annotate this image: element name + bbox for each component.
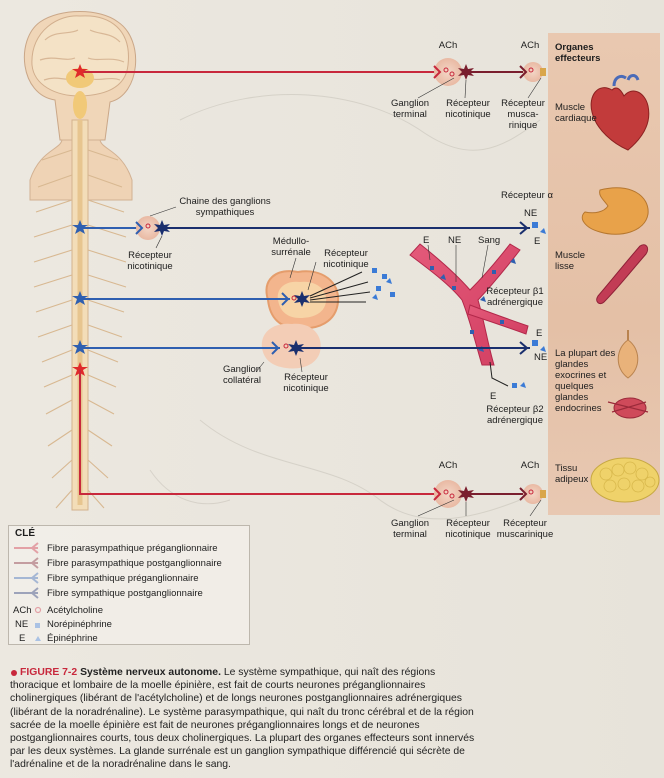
beta2-receptor-label: Récepteur β2 adrénergique [486,404,544,426]
background-sketch [149,94,541,520]
muscarinic-receptor-bottom-label: Récepteur muscarinique [496,518,554,540]
ach-label-bottom-1: ACh [438,460,458,471]
sympathetic-chain-label: Chaine des ganglions sympathiques [179,196,271,218]
adrenal-medulla-label: Médullo-surrénale [271,236,311,258]
key-abbr-ne: NE [15,619,29,630]
sacral-region [72,362,88,495]
ne-alpha-label: NE [524,208,538,219]
caption-bullet [11,670,17,676]
nicotinic-receptor-chain-label: Récepteur nicotinique [127,250,173,272]
parasympathetic-cranial-pathway [72,58,546,99]
stomach-illustration [581,187,649,235]
key-item-symp-post: Fibre sympathique postganglionnaire [47,588,203,599]
key-name-e: Épinéphrine [47,633,98,644]
ach-label-top-1: ACh [438,40,458,51]
e-alpha-label: E [534,236,541,247]
nicotinic-receptor-bottom-label: Récepteur nicotinique [445,518,491,540]
nicotinic-receptor-collateral-label: Récepteur nicotinique [283,372,329,394]
adipose-tissue-illustration [590,457,660,503]
smooth-muscle-illustration [596,244,649,305]
figure-number: FIGURE 7-2 [20,667,78,678]
ach-label-top-2: ACh [520,40,540,51]
key-item-para-pre: Fibre parasympathique préganglionnaire [47,543,218,554]
beta1-receptor-label: Récepteur β1 adrénergique [486,286,544,308]
key-title: CLÉ [15,528,35,539]
nicotinic-receptor-medulla-label: Récepteur nicotinique [323,248,369,270]
collateral-ganglion-label: Ganglion collatéral [222,364,262,386]
nicotinic-receptor-top-label: Récepteur nicotinique [445,98,491,120]
adrenal-medulla-pathway [72,257,395,330]
norepinephrine-vessel-label: NE [448,235,462,246]
alpha-receptor-label: Récepteur α [501,190,553,201]
key-name-ach: Acétylcholine [47,605,103,616]
ganglion-terminal-bottom-label: Ganglion terminal [390,518,430,540]
key-abbr-e: E [19,633,26,644]
gland-illustrations [607,330,649,419]
ach-label-bottom-2: ACh [520,460,540,471]
adipose-tissue-label: Tissu adipeux [555,463,589,485]
figure-title: Système nerveux autonome. [80,667,221,678]
epinephrine-vessel-label: E [423,235,430,246]
key-item-para-post: Fibre parasympathique postganglionnaire [47,558,222,569]
glands-label: La plupart des glandes exocrines et quel… [555,348,616,414]
key-item-symp-pre: Fibre sympathique préganglionnaire [47,573,199,584]
effector-organs-header: Organes effecteurs [555,42,601,64]
smooth-muscle-label: Muscle lisse [555,250,586,272]
key-name-ne: Norépinéphrine [47,619,112,630]
ganglion-terminal-top-label: Ganglion terminal [390,98,430,120]
key-legend: CLÉ Fibre parasympathique préganglionnai… [8,525,250,645]
blood-label: Sang [478,235,501,246]
e-beta1-label: E [536,328,543,339]
muscarinic-receptor-top-label: Récepteur musca-rinique [501,98,545,131]
key-abbr-ach: ACh [13,605,32,616]
figure-caption-text: Le système sympathique, qui naît des rég… [10,667,475,771]
sympathetic-collateral-pathway [72,323,546,373]
e-beta2-label: E [490,391,497,402]
blood-vessel [409,243,529,388]
sympathetic-chain-pathway [72,206,546,249]
ne-beta1-label: NE [534,352,548,363]
heart-illustration [590,74,650,151]
parasympathetic-sacral-pathway [80,480,546,517]
figure-caption: FIGURE 7-2 Système nerveux autonome. Le … [10,666,480,772]
cardiac-muscle-label: Muscle cardiaque [555,102,597,124]
